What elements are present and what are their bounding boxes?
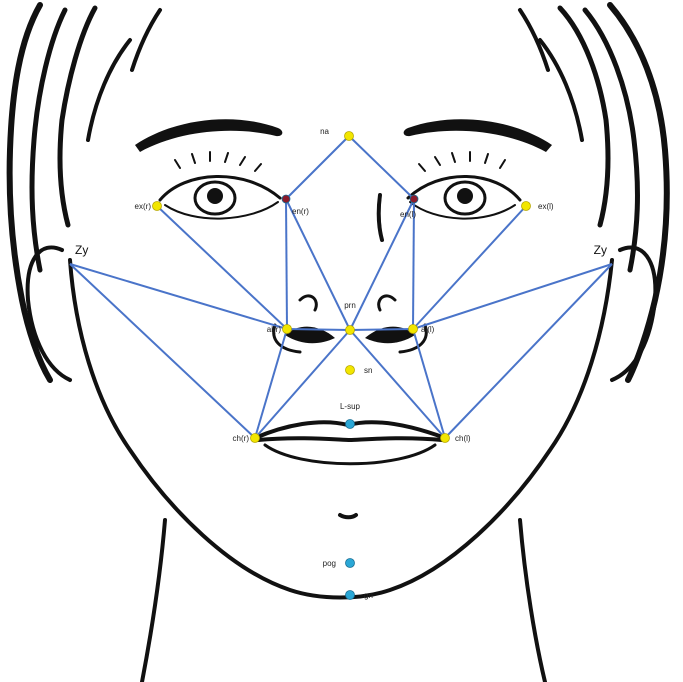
connector-zy_r-al_r: [70, 264, 287, 329]
hair-left-strand: [88, 40, 130, 140]
landmark-label-sn: sn: [364, 366, 372, 375]
hair-right-strand: [560, 8, 608, 225]
chin-mark: [340, 515, 356, 517]
landmark-point-na: [345, 132, 354, 141]
eye-left-pupil: [457, 188, 473, 204]
hair-left-strand: [132, 10, 160, 70]
landmark-label-al_r: al(r): [267, 325, 282, 334]
landmark-label-pog: pog: [323, 559, 336, 568]
hair-right-strand: [540, 40, 582, 140]
landmark-point-ch_l: [441, 434, 450, 443]
hair-right-strand: [585, 10, 637, 270]
lower-lip: [265, 445, 435, 464]
landmark-point-ex_r: [153, 202, 162, 211]
neck-right: [142, 520, 165, 682]
connector-al_r-ch_r: [255, 329, 287, 438]
landmark-point-gn: [346, 591, 355, 600]
landmark-label-ex_l: ex(l): [538, 202, 554, 211]
hair-right-strand: [520, 10, 548, 70]
landmark-label-zy_l: Zy: [594, 243, 607, 257]
landmark-label-zy_r: Zy: [75, 243, 88, 257]
nose-ala-left-mark: [379, 296, 395, 310]
landmark-label-ch_l: ch(l): [455, 434, 471, 443]
landmark-label-ex_r: ex(r): [135, 202, 152, 211]
connector-na-en_r: [286, 136, 349, 199]
landmark-point-prn: [346, 326, 355, 335]
landmark-label-ch_r: ch(r): [233, 434, 250, 443]
eye-left-lower-lid: [410, 202, 515, 219]
landmark-point-sn: [346, 366, 355, 375]
landmark-point-ex_l: [522, 202, 531, 211]
eye-right-pupil: [207, 188, 223, 204]
ear-right: [28, 247, 70, 380]
landmark-points: [153, 132, 531, 600]
connector-al_l-ch_l: [413, 329, 445, 438]
landmark-point-en_r: [282, 195, 290, 203]
nose-ala-right-mark: [300, 296, 316, 310]
landmark-label-en_r: en(r): [292, 207, 309, 216]
neck-left: [520, 520, 545, 682]
landmark-point-en_l: [410, 195, 418, 203]
connector-en_r-al_r: [286, 199, 287, 329]
landmark-point-l_sup: [346, 420, 355, 429]
connector-en_r-prn: [286, 199, 350, 330]
connector-zy_r-ch_r: [70, 264, 255, 438]
eye-right-lower-lid: [165, 202, 278, 219]
eye-right-lashes: [175, 152, 261, 171]
landmark-label-l_sup: L-sup: [340, 402, 361, 411]
landmark-label-gn: gn: [364, 591, 373, 600]
landmark-label-en_l: en(l): [400, 210, 416, 219]
hair-left-strand: [60, 8, 95, 225]
landmark-label-prn: prn: [344, 301, 356, 310]
lip-line: [258, 438, 442, 440]
connector-lines: [70, 136, 612, 438]
connector-al_l-prn: [350, 329, 413, 330]
eyebrow-left: [404, 119, 552, 152]
connector-al_r-prn: [287, 329, 350, 330]
eyebrow-right: [135, 119, 282, 152]
landmark-point-al_r: [283, 325, 292, 334]
eye-left-lashes: [419, 152, 505, 171]
landmark-point-al_l: [409, 325, 418, 334]
connector-na-en_l: [349, 136, 414, 199]
landmark-point-pog: [346, 559, 355, 568]
connector-zy_l-ch_l: [445, 264, 612, 438]
landmark-labels: na en(r) en(l) ex(r) ex(l) Zy Zy al(r) al(l) prn s…: [75, 127, 607, 600]
nose-bridge-left: [379, 195, 382, 240]
landmark-label-al_l: al(l): [421, 325, 435, 334]
landmark-point-ch_r: [251, 434, 260, 443]
landmark-label-na: na: [320, 127, 329, 136]
